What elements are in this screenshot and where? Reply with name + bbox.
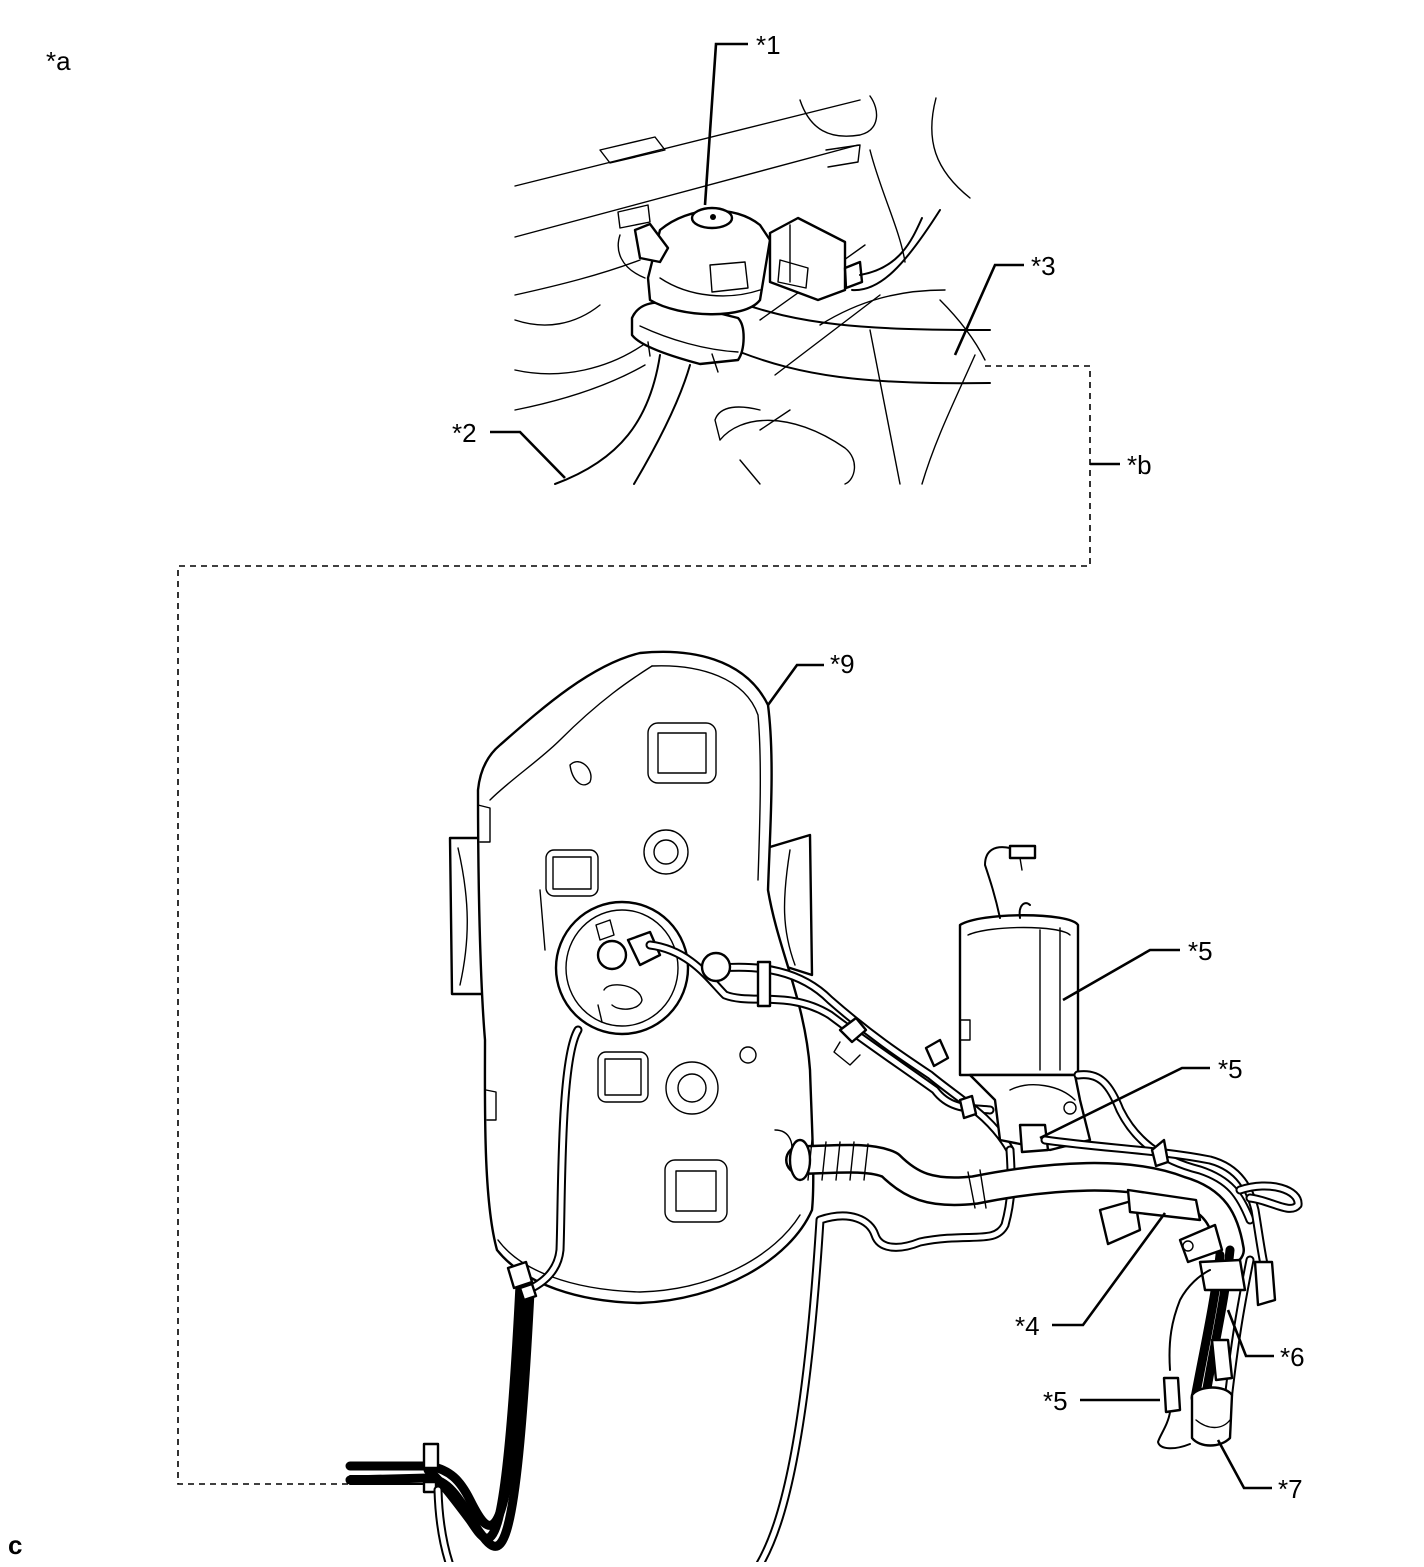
callout-3: *3 (953, 251, 1056, 356)
callout-9-label: *9 (830, 649, 855, 679)
callout-5a-label: *5 (1188, 936, 1213, 966)
bottom-fuel-line (433, 1145, 1016, 1567)
detail-view-body-underside (514, 95, 986, 485)
charcoal-canister (958, 844, 1092, 1154)
right-fuel-lines (1040, 1070, 1303, 1295)
callout-8: *7 (1216, 1439, 1303, 1504)
fuel-tube-lines (645, 940, 1015, 1155)
callout-3-label: *3 (1031, 251, 1056, 281)
detail-link-bracket: *b (177, 365, 1152, 1485)
corner-code-label: c (8, 1530, 22, 1560)
callout-7: *6 (1226, 1309, 1305, 1372)
callout-6: *5 (1043, 1386, 1160, 1416)
callout-6-label: *5 (1043, 1386, 1068, 1416)
callout-4-label: *4 (1015, 1311, 1040, 1341)
callout-5a: *5 (1062, 936, 1213, 1002)
callout-7-label: *6 (1280, 1342, 1305, 1372)
fuel-tank-filler-hose (785, 1138, 1245, 1265)
callout-1: *1 (703, 30, 781, 206)
callout-5b: *5 (1039, 1054, 1243, 1140)
filler-pipe (1157, 1223, 1277, 1450)
vent-hose-upper-edge (731, 299, 991, 331)
callout-2: *2 (452, 418, 566, 479)
left-fuel-lines (345, 1025, 583, 1551)
fuel-pump-opening (554, 900, 690, 1036)
vent-hose-lower-edge (739, 351, 991, 385)
callout-4: *4 (1015, 1212, 1167, 1341)
vent-valve-assembly-detail (617, 206, 941, 373)
detail-link-label: *b (1127, 450, 1152, 480)
callout-8-label: *7 (1278, 1474, 1303, 1504)
callout-2-label: *2 (452, 418, 477, 448)
view-label-a: *a (46, 46, 71, 76)
callout-9: *9 (766, 649, 855, 706)
callout-5b-label: *5 (1218, 1054, 1243, 1084)
callout-1-label: *1 (756, 30, 781, 60)
filler-hose-detail (554, 354, 691, 485)
